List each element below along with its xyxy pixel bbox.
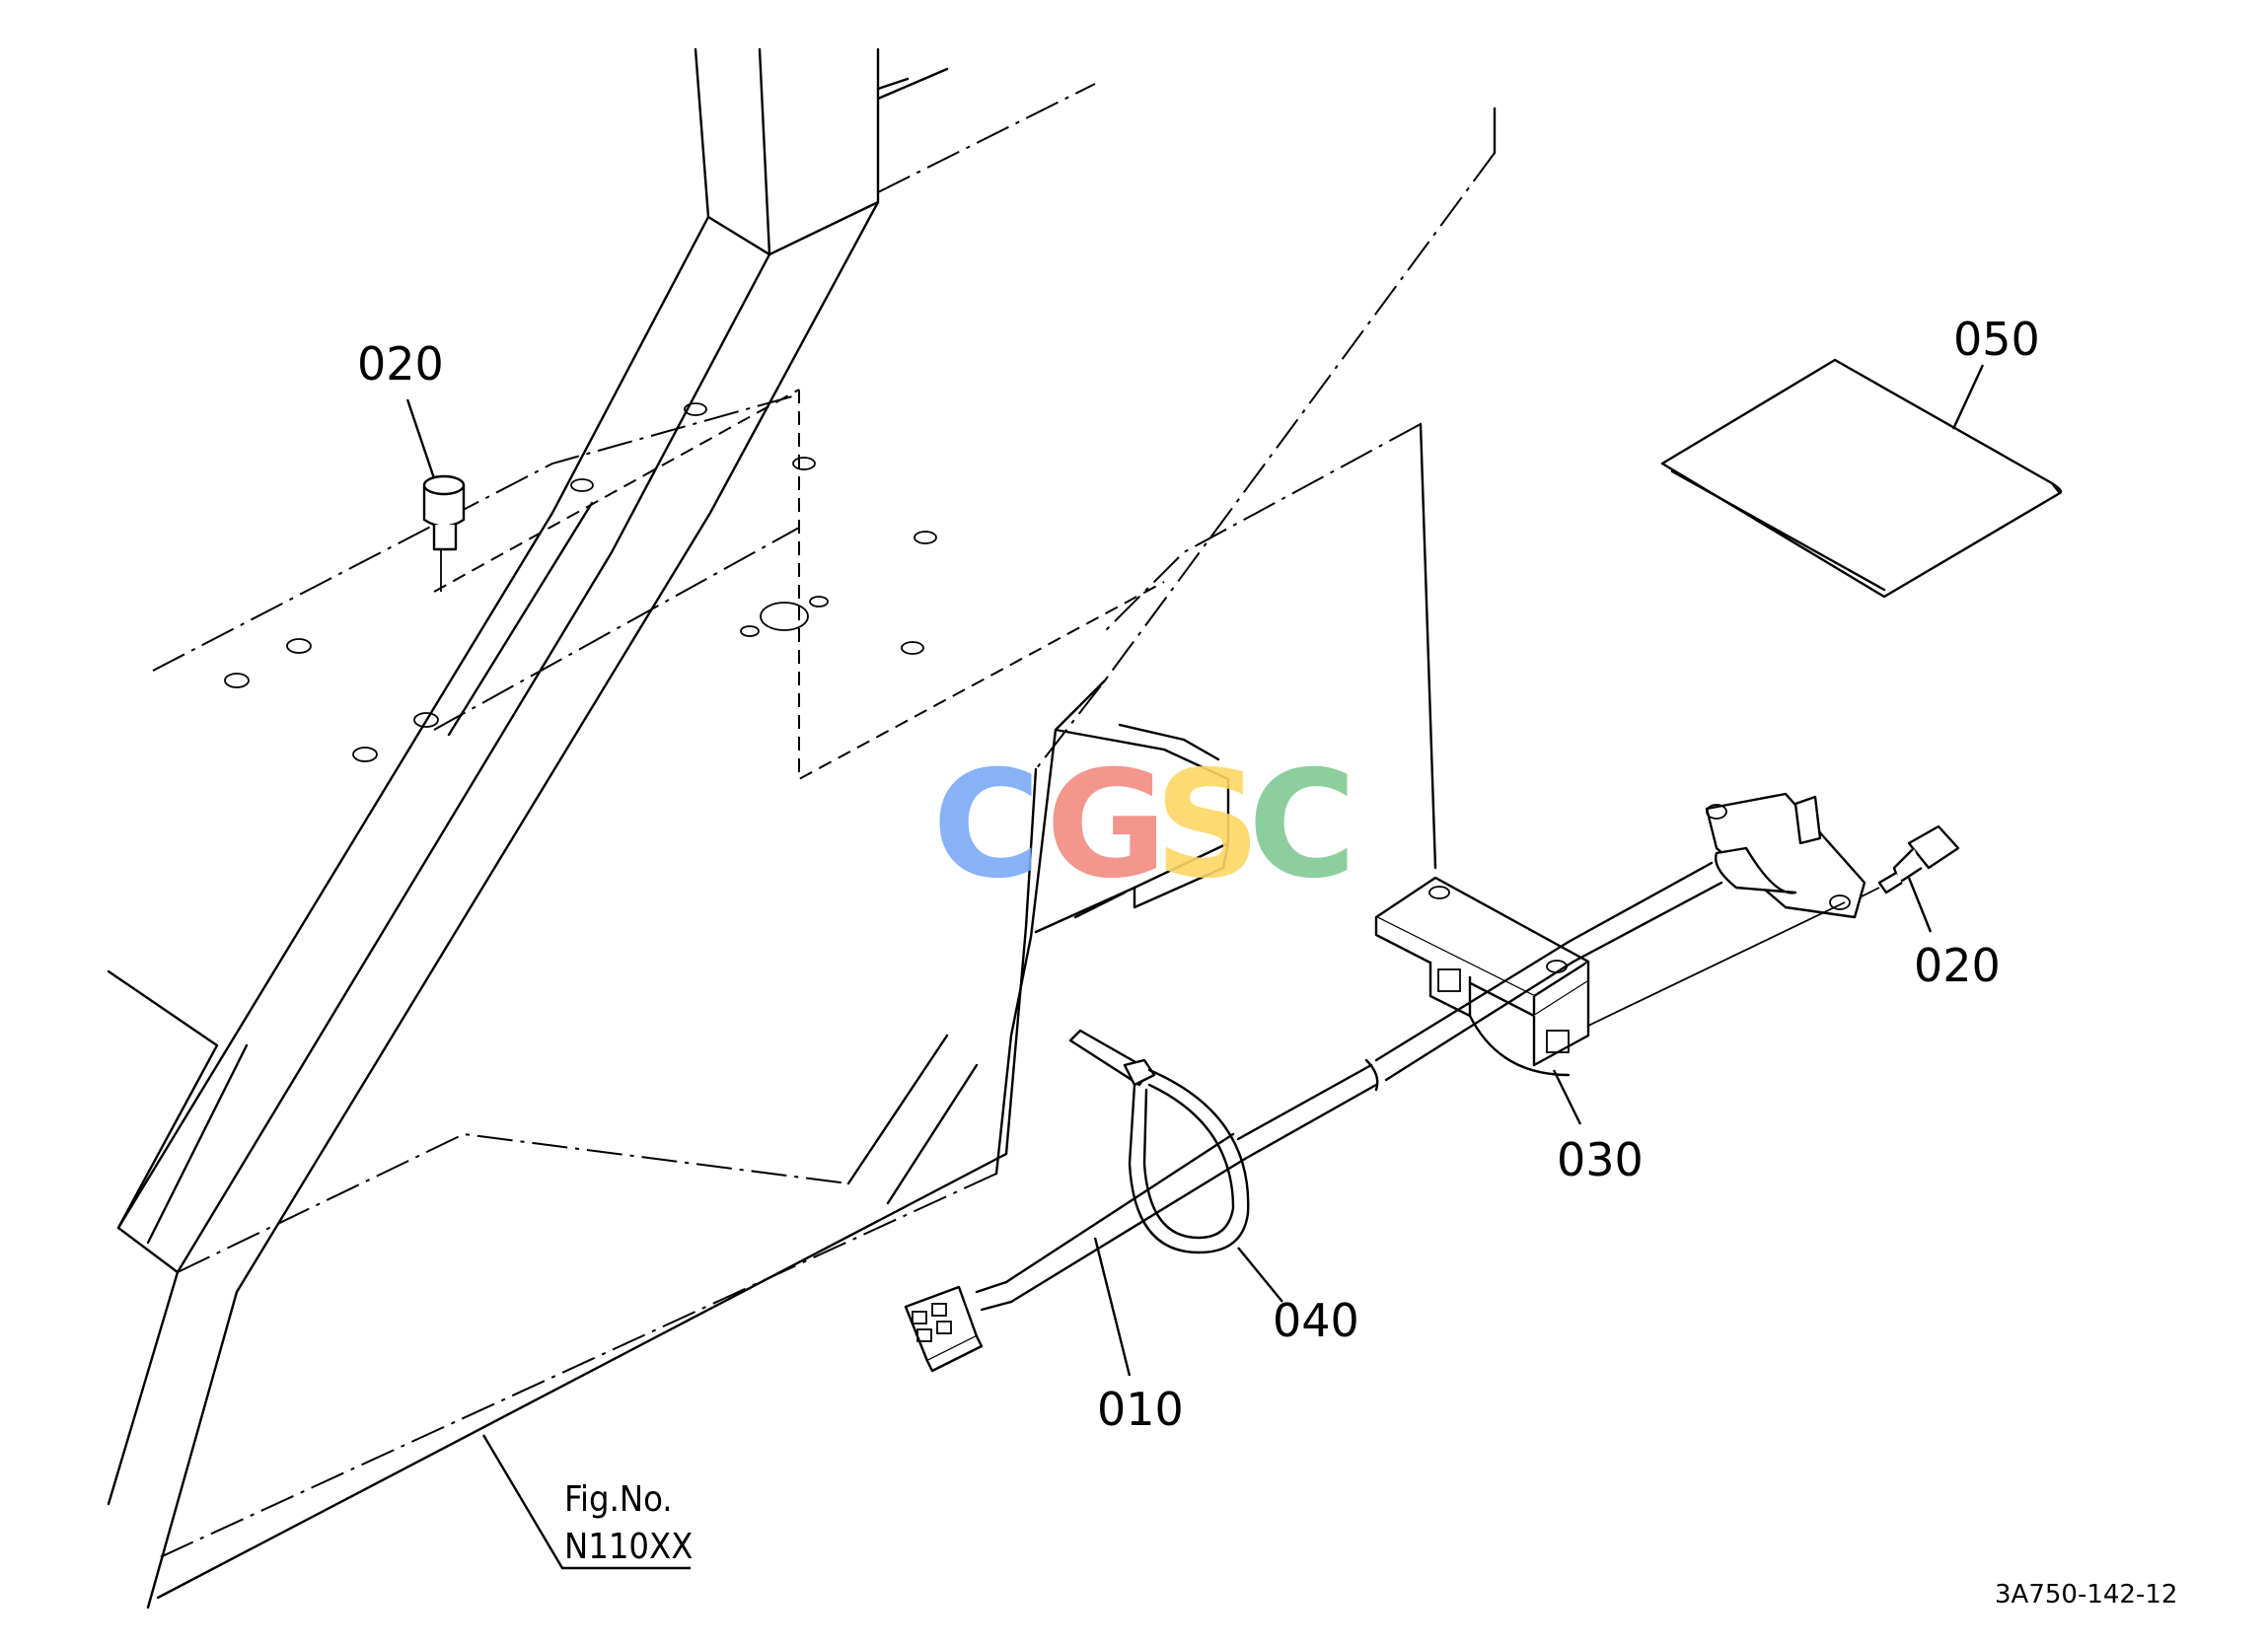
callout-labels: 020 050 020 030 040 010 xyxy=(357,313,2040,1436)
callout-020-right: 020 xyxy=(1914,939,2001,992)
machine-frame xyxy=(107,47,1497,1610)
watermark-letter-2: G xyxy=(1046,740,1167,911)
part-010-harness xyxy=(904,861,1846,1373)
watermark-letter-1: C xyxy=(932,740,1041,911)
part-030-bracket xyxy=(1374,792,1866,1077)
part-020-bolt-right xyxy=(1829,824,1960,913)
callout-050: 050 xyxy=(1953,313,2040,366)
part-020-bolt-upper xyxy=(422,474,466,592)
part-040-cable-tie xyxy=(1068,1029,1250,1254)
drawing-number: 3A750-142-12 xyxy=(1995,1580,2177,1610)
watermark-letter-3: S xyxy=(1154,740,1261,911)
callout-030: 030 xyxy=(1557,1133,1644,1186)
figure-label: Fig.No. xyxy=(564,1479,673,1520)
figure-number: N110XX xyxy=(564,1527,693,1567)
leader-lines xyxy=(405,364,1985,1570)
watermark: C G S C xyxy=(932,740,1356,911)
part-050-sheet xyxy=(1660,358,2063,599)
callout-020-upper: 020 xyxy=(357,337,444,391)
callout-010: 010 xyxy=(1097,1383,1184,1436)
watermark-letter-4: C xyxy=(1248,740,1356,911)
callout-040: 040 xyxy=(1273,1294,1359,1347)
figure-reference: Fig.No. N110XX xyxy=(564,1479,693,1567)
